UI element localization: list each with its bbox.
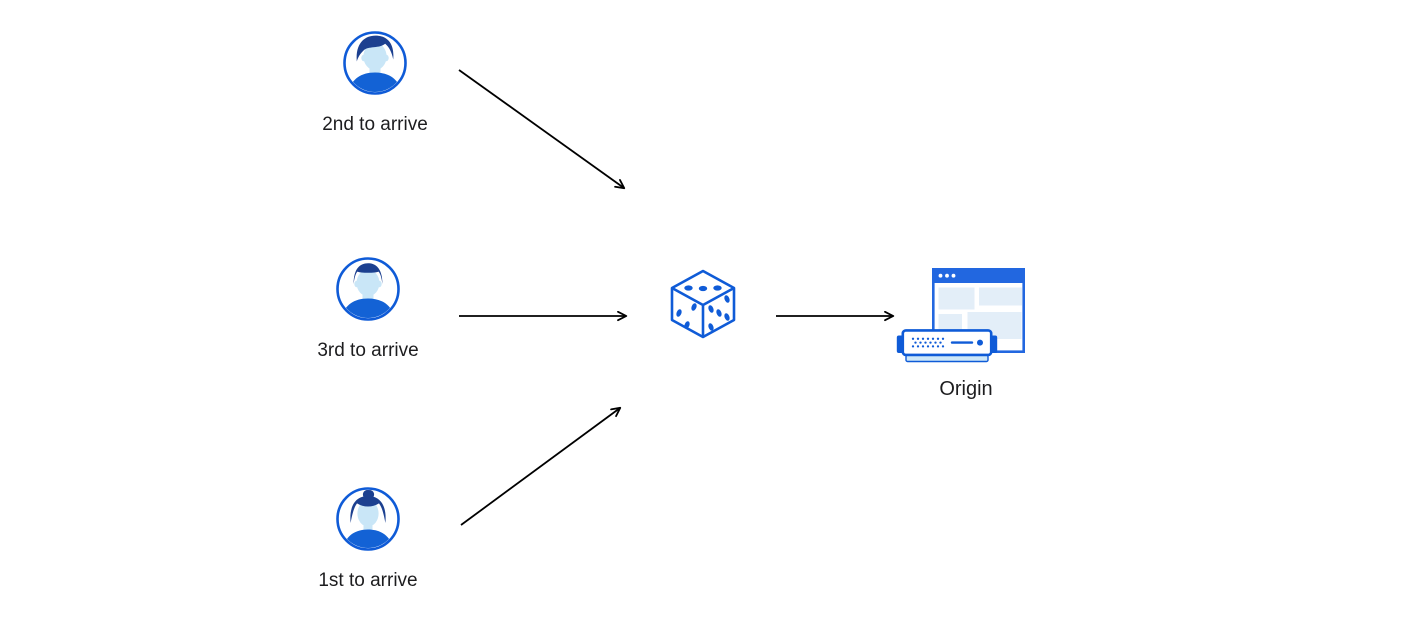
user-label: 2nd to arrive xyxy=(322,114,428,135)
user-label: 1st to arrive xyxy=(318,570,418,591)
man-short-hair-avatar-icon xyxy=(336,257,400,321)
node-origin: Origin xyxy=(891,268,1041,408)
node-random-selector xyxy=(668,268,738,345)
user-label: 3rd to arrive xyxy=(317,340,419,361)
server-icon xyxy=(896,329,998,363)
man-wavy-hair-avatar-icon xyxy=(343,31,407,95)
origin-label: Origin xyxy=(939,378,993,400)
node-user-1st-to-arrive: 1st to arrive xyxy=(293,487,443,593)
node-user-2nd-to-arrive: 2nd to arrive xyxy=(300,31,450,137)
node-user-3rd-to-arrive: 3rd to arrive xyxy=(293,257,443,363)
arrow-user1-to-dice xyxy=(460,408,620,526)
dice-icon xyxy=(670,269,736,339)
arrow-user2-to-dice xyxy=(458,69,624,188)
woman-bun-hair-avatar-icon xyxy=(336,487,400,551)
